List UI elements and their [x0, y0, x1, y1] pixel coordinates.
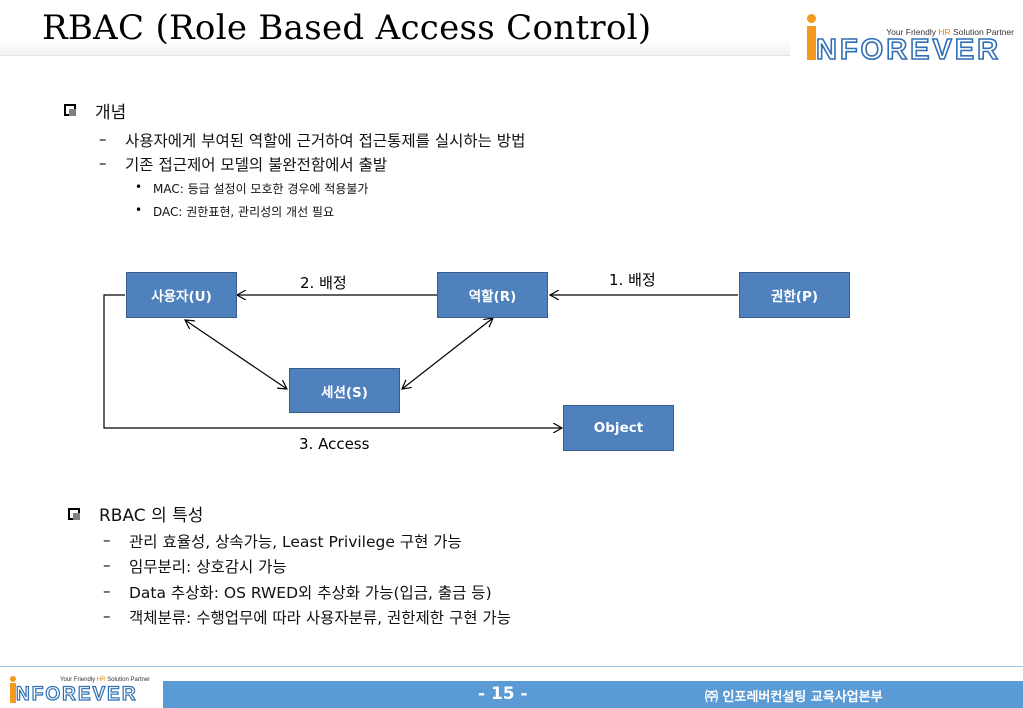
dash-bullet: – — [103, 556, 111, 574]
logo-person-head-icon — [807, 14, 816, 23]
dot-bullet: • — [135, 180, 143, 194]
user-session-link — [185, 320, 287, 389]
role-session-link — [402, 318, 493, 389]
session-node: 세션(S) — [289, 368, 400, 413]
logo-tagline: Your Friendly HR Solution Partner — [886, 27, 1014, 37]
user-node: 사용자(U) — [126, 272, 237, 318]
edge-label-assign-1: 1. 배정 — [609, 271, 656, 289]
footer-logo-tagline: Your Friendly HR Solution Partner — [60, 677, 151, 683]
company-logo: Your Friendly HR Solution Partner NFOREV… — [804, 14, 1014, 67]
footer-bar — [163, 681, 1023, 708]
edge-label-access: 3. Access — [299, 435, 370, 453]
footer-logo-person-head-icon — [10, 676, 16, 682]
footer-divider — [0, 666, 1023, 667]
dot-bullet: • — [135, 203, 143, 217]
page-number: - 15 - — [478, 684, 528, 704]
footer-logo: Your Friendly HR Solution Partner NFOREV… — [8, 672, 156, 706]
concept-heading: 개념 — [95, 103, 127, 123]
feature-item: 관리 효율성, 상속가능, Least Privilege 구현 가능 — [129, 533, 462, 551]
footer-logo-wordmark: NFOREVER — [15, 683, 138, 705]
concept-sub-item: MAC: 등급 설정이 모호한 경우에 적용불가 — [153, 182, 369, 196]
dash-bullet: – — [99, 154, 107, 172]
feature-item: Data 추상화: OS RWED외 추상화 가능(입금, 출금 등) — [129, 584, 492, 602]
logo-person-body-icon — [807, 26, 816, 60]
permission-node: 권한(P) — [739, 272, 850, 318]
concept-item: 사용자에게 부여된 역할에 근거하여 접근통제를 실시하는 방법 — [125, 132, 526, 150]
role-node: 역할(R) — [437, 272, 548, 318]
concept-sub-item: DAC: 권한표현, 관리성의 개선 필요 — [153, 205, 335, 219]
concept-item: 기존 접근제어 모델의 불완전함에서 출발 — [125, 156, 388, 174]
dash-bullet: – — [103, 582, 111, 600]
feature-item: 임무분리: 상호감시 가능 — [129, 558, 287, 576]
object-node: Object — [563, 405, 674, 451]
edge-label-assign-2: 2. 배정 — [300, 274, 347, 292]
title-bar — [0, 0, 790, 56]
checkbox-bullet-icon — [64, 104, 76, 116]
company-name: ㈜ 인포레버컨설팅 교육사업본부 — [705, 690, 883, 705]
features-heading: RBAC 의 특성 — [99, 506, 204, 526]
dash-bullet: – — [103, 531, 111, 549]
checkbox-bullet-icon — [68, 508, 80, 520]
logo-wordmark: NFOREVER — [815, 33, 1002, 67]
feature-item: 객체분류: 수행업무에 따라 사용자분류, 권한제한 구현 가능 — [129, 609, 511, 627]
dash-bullet: – — [99, 130, 107, 148]
dash-bullet: – — [103, 607, 111, 625]
footer-logo-person-body-icon — [10, 683, 16, 703]
slide-title: RBAC (Role Based Access Control) — [42, 8, 652, 48]
